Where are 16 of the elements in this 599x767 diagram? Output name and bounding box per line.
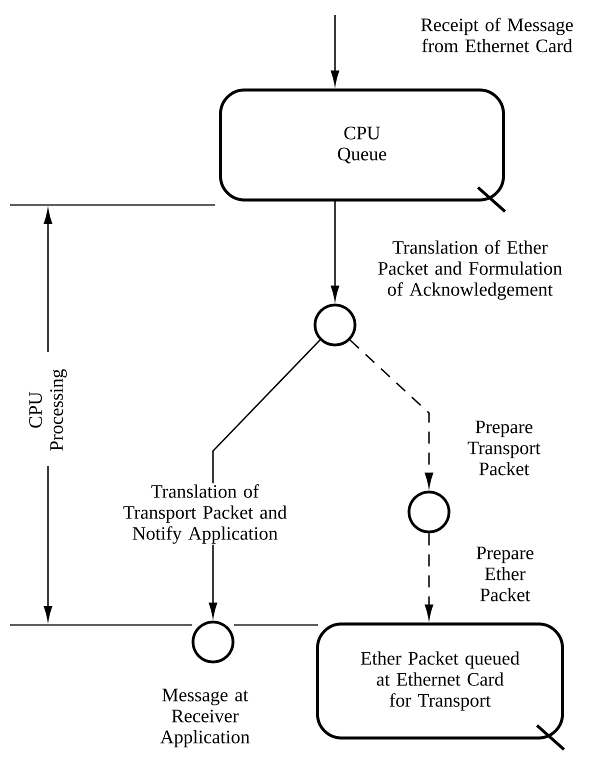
- arrow: [424, 533, 434, 619]
- edge-label: Prepare Transport Packet: [468, 420, 540, 476]
- edge-label: Translation of Ether Packet and Formulation of Acknowledgement: [378, 240, 562, 300]
- arrow: [330, 15, 340, 85]
- edge-label: Receipt of Message from Ethernet Card: [421, 18, 573, 52]
- state-circle: [314, 304, 356, 346]
- queue-box: CPU Queue: [219, 88, 506, 213]
- dimension-label: CPU Processing: [29, 369, 67, 451]
- state-circle: [408, 490, 450, 534]
- queue-box: Ether Packet queued at Ethernet Card for Transport: [316, 622, 565, 751]
- edge-label: Translation of Transport Packet and Notify Application: [123, 484, 287, 544]
- edge-label: Prepare Ether Packet: [476, 546, 534, 602]
- node-caption: Message at Receiver Application: [160, 688, 250, 748]
- state-circle: [192, 620, 234, 664]
- arrow: [350, 340, 434, 487]
- arrow: [330, 202, 340, 300]
